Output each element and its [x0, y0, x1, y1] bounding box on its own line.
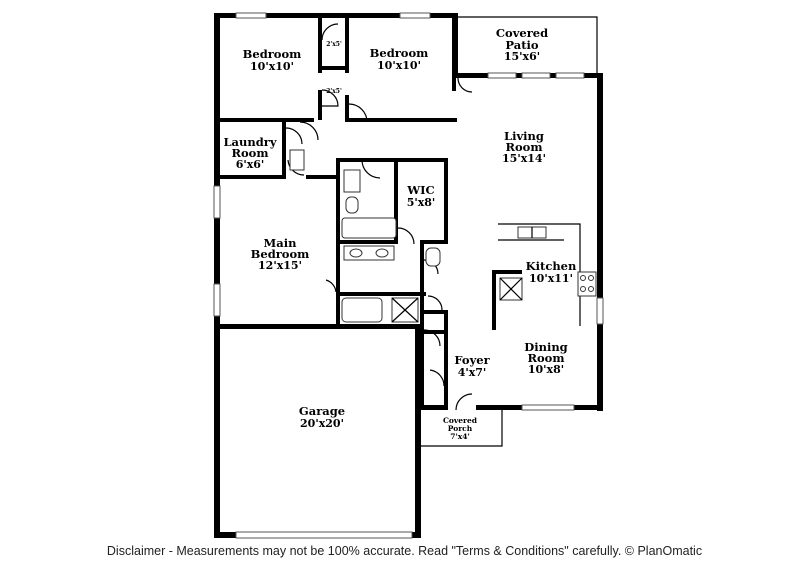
foyer-name: Foyer: [454, 353, 490, 367]
doors: [285, 23, 473, 411]
living-dims: 15'x14': [502, 152, 546, 165]
dining-name-1: Dining: [524, 340, 567, 354]
main-bedroom-name-1: Main: [264, 236, 298, 250]
garage-door: [235, 531, 413, 539]
room-labels: Bedroom 10'x10' Bedroom 10'x10' 2'x5' 2'…: [223, 26, 577, 441]
living-name-2: Room: [505, 140, 542, 154]
interior-walls: [214, 13, 522, 410]
closet-mid-dims: 2'x5': [326, 88, 342, 95]
bedroom-right-dims: 10'x10': [377, 59, 421, 72]
bedroom-right-name: Bedroom: [370, 46, 429, 60]
kitchen-dims: 10'x11': [529, 272, 573, 285]
laundry-name-1: Laundry: [223, 135, 276, 149]
closet-top-dims: 2'x5': [326, 41, 342, 48]
laundry-dims: 6'x6': [236, 158, 265, 171]
disclaimer-text: Disclaimer - Measurements may not be 100…: [106, 544, 703, 558]
windows: [213, 12, 604, 539]
bedroom-left-name: Bedroom: [243, 47, 302, 61]
bath-fixtures: [289, 149, 441, 323]
garage-name: Garage: [299, 404, 345, 418]
dining-name-2: Room: [527, 351, 564, 365]
main-bedroom-dims: 12'x15': [258, 259, 302, 272]
foyer-dims: 4'x7': [458, 366, 487, 379]
covered-patio-dims: 15'x6': [504, 50, 540, 63]
garage-dims: 20'x20': [300, 417, 344, 430]
kitchen-counters: [498, 223, 597, 326]
covered-patio-outline: [455, 16, 598, 75]
covered-patio-name-1: Covered: [496, 26, 548, 40]
main-bedroom-name-2: Bedroom: [251, 247, 310, 261]
kitchen-name: Kitchen: [526, 259, 577, 273]
covered-porch-name-2: Porch: [448, 424, 473, 433]
dining-dims: 10'x8': [528, 363, 564, 376]
bedroom-left-dims: 10'x10': [250, 60, 294, 73]
covered-porch-outline: [419, 410, 503, 447]
covered-patio-name-2: Patio: [505, 38, 538, 52]
living-name-1: Living: [504, 129, 544, 143]
laundry-name-2: Room: [231, 146, 268, 160]
covered-porch-dims: 7'x4': [450, 432, 470, 441]
covered-porch-name-1: Covered: [443, 416, 478, 425]
wic-dims: 5'x8': [407, 196, 436, 209]
wic-name: WIC: [406, 183, 434, 197]
